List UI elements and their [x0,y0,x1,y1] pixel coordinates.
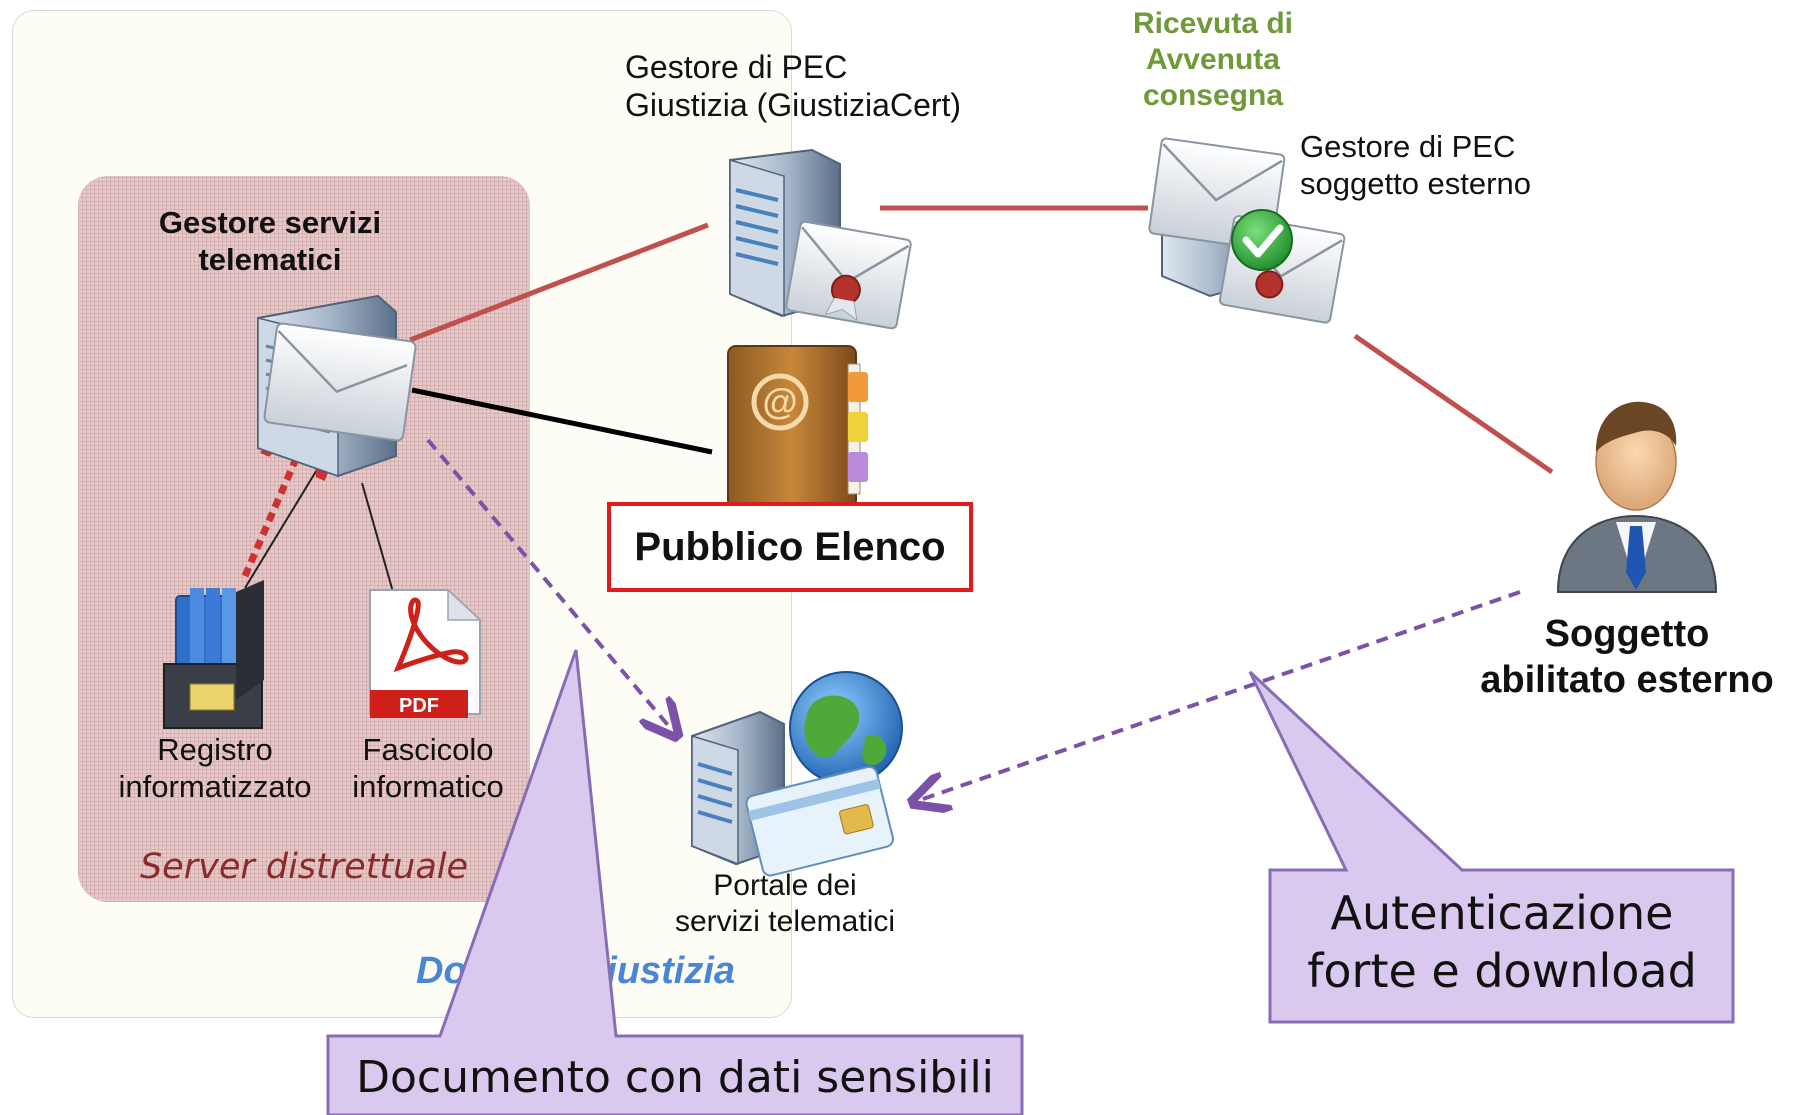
address-book-icon: @ [727,345,868,509]
arrow-soggetto-to-portale [920,590,1521,800]
arrow-servizi-to-portale [426,438,672,730]
svg-text:@: @ [762,381,797,422]
pdf-document-icon [369,588,482,718]
certified-mail-server-icon [729,148,912,330]
pec-line-servizi-to-giustizia [409,222,709,343]
ricevuta-label: Ricevuta di Avvenuta consegna [1132,7,1294,112]
pec-line-esterno-to-soggetto [1353,333,1554,475]
user-businessman-icon [1556,401,1718,593]
mail-server-icon [257,294,417,478]
gestore-servizi-label: Gestore servizi telematici [158,205,382,278]
line-fascicolo [361,482,394,593]
document-binder-icon [163,580,264,729]
callout-documento-text: Documento con dati sensibili [356,1052,994,1103]
registro-label: Registro informatizzato [118,732,312,805]
certified-mail-check-icon [1148,137,1346,324]
gestore-pec-giustizia-label: Gestore di PEC Giustizia (GiustiziaCert) [625,49,962,124]
server-distrettuale-box [78,176,530,902]
callout-documento-shape [326,649,1024,1115]
soggetto-label: Soggetto abilitato esterno [1480,613,1774,701]
server-distrettuale-label: Server distrettuale [139,847,469,887]
pubblico-elenco-label: Pubblico Elenco [607,502,973,592]
line-servizi-to-elenco [411,387,713,455]
callout-autenticazione-shape [1248,670,1735,1024]
pdf-badge-label: PDF [399,695,439,717]
portale-label: Portale dei servizi telematici [674,869,896,938]
gestore-pec-esterno-label: Gestore di PEC soggetto esterno [1300,129,1531,202]
web-portal-smartcard-icon [691,671,903,877]
line-registro [244,467,319,589]
fascicolo-label: Fascicolo informatico [352,732,504,805]
callout-autenticazione-text: Autenticazione forte e download [1307,886,1697,998]
